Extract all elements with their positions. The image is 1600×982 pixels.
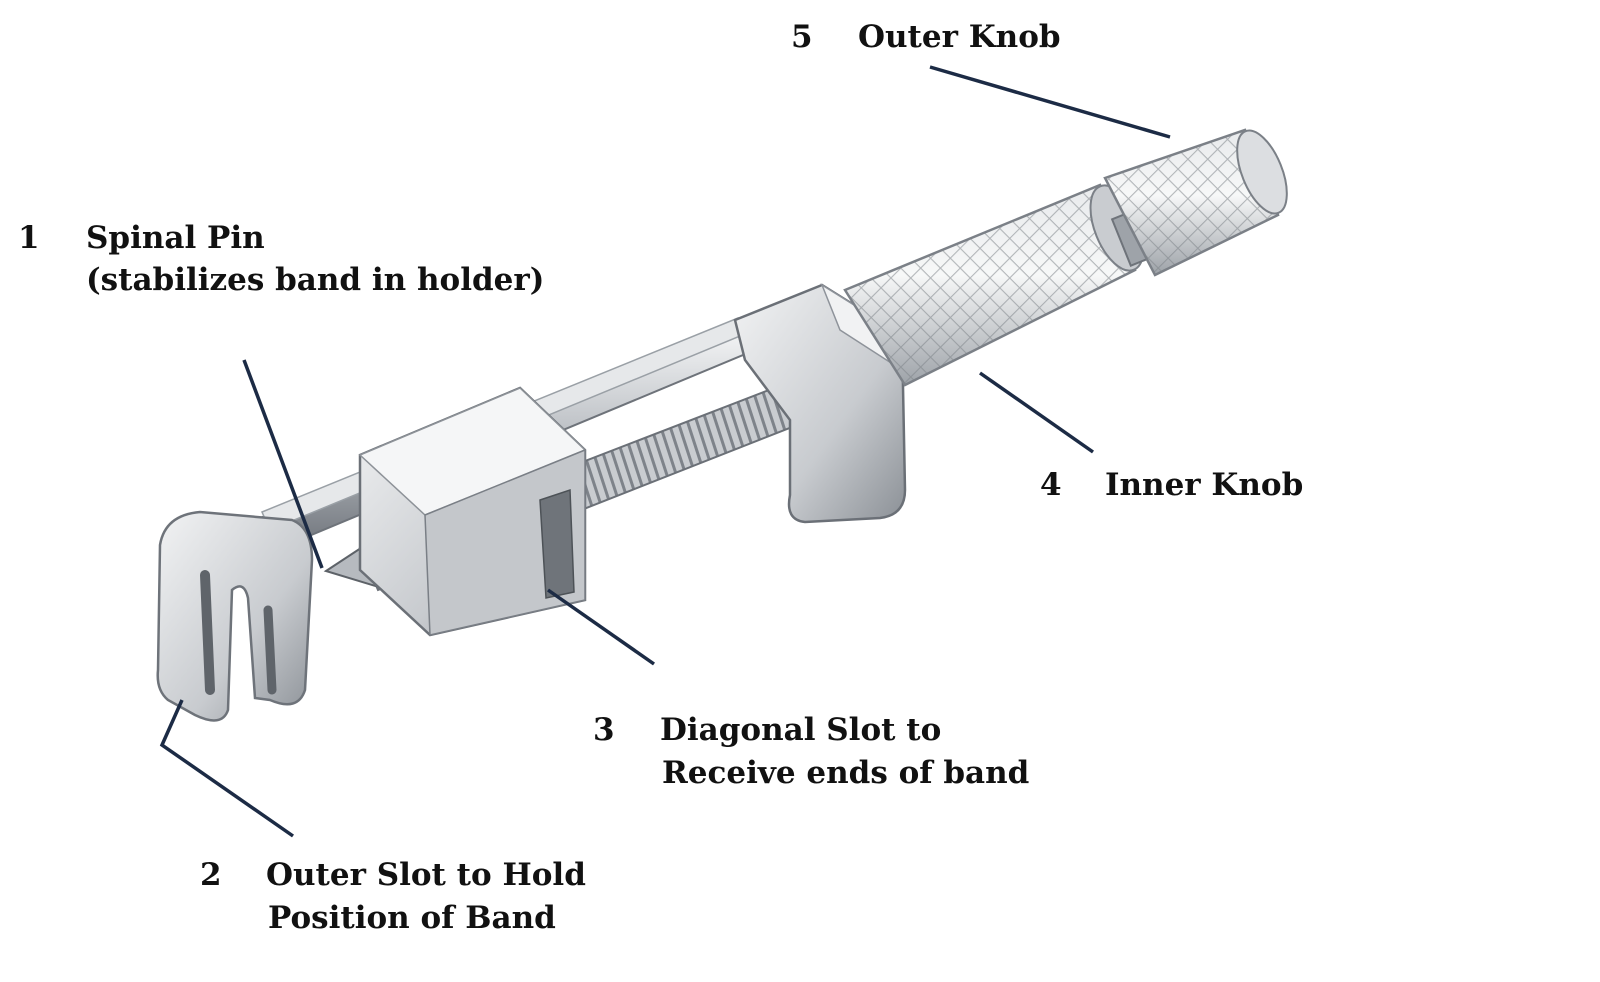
label-2-number: 2: [200, 857, 222, 893]
inner-knob: [843, 183, 1145, 387]
label-4-number: 4: [1040, 467, 1062, 503]
label-4-line-1: Inner Knob: [1105, 467, 1304, 503]
leader-line-3: [546, 588, 656, 666]
label-2-line-2: Position of Band: [268, 900, 556, 936]
label-2-line-1: Outer Slot to Hold: [266, 857, 586, 893]
outer-knob: [1103, 128, 1288, 277]
label-3-line-1: Diagonal Slot to: [660, 712, 942, 748]
leader-lines: [159, 65, 1171, 838]
diagonal-slot-block: [358, 386, 587, 637]
label-5-number: 5: [791, 19, 813, 55]
label-1-line-1: Spinal Pin: [86, 220, 265, 256]
leader-line-1: [242, 359, 324, 569]
label-1-number: 1: [18, 220, 40, 256]
leader-line-4: [978, 371, 1095, 454]
label-3-number: 3: [593, 712, 615, 748]
label-1-line-2: (stabilizes band in holder): [86, 262, 545, 298]
label-3-line-2: Receive ends of band: [662, 755, 1030, 791]
leader-line-5: [929, 65, 1171, 139]
label-5-line-1: Outer Knob: [858, 19, 1061, 55]
outer-slot-end: [156, 510, 314, 722]
leader-line-2: [159, 699, 294, 838]
